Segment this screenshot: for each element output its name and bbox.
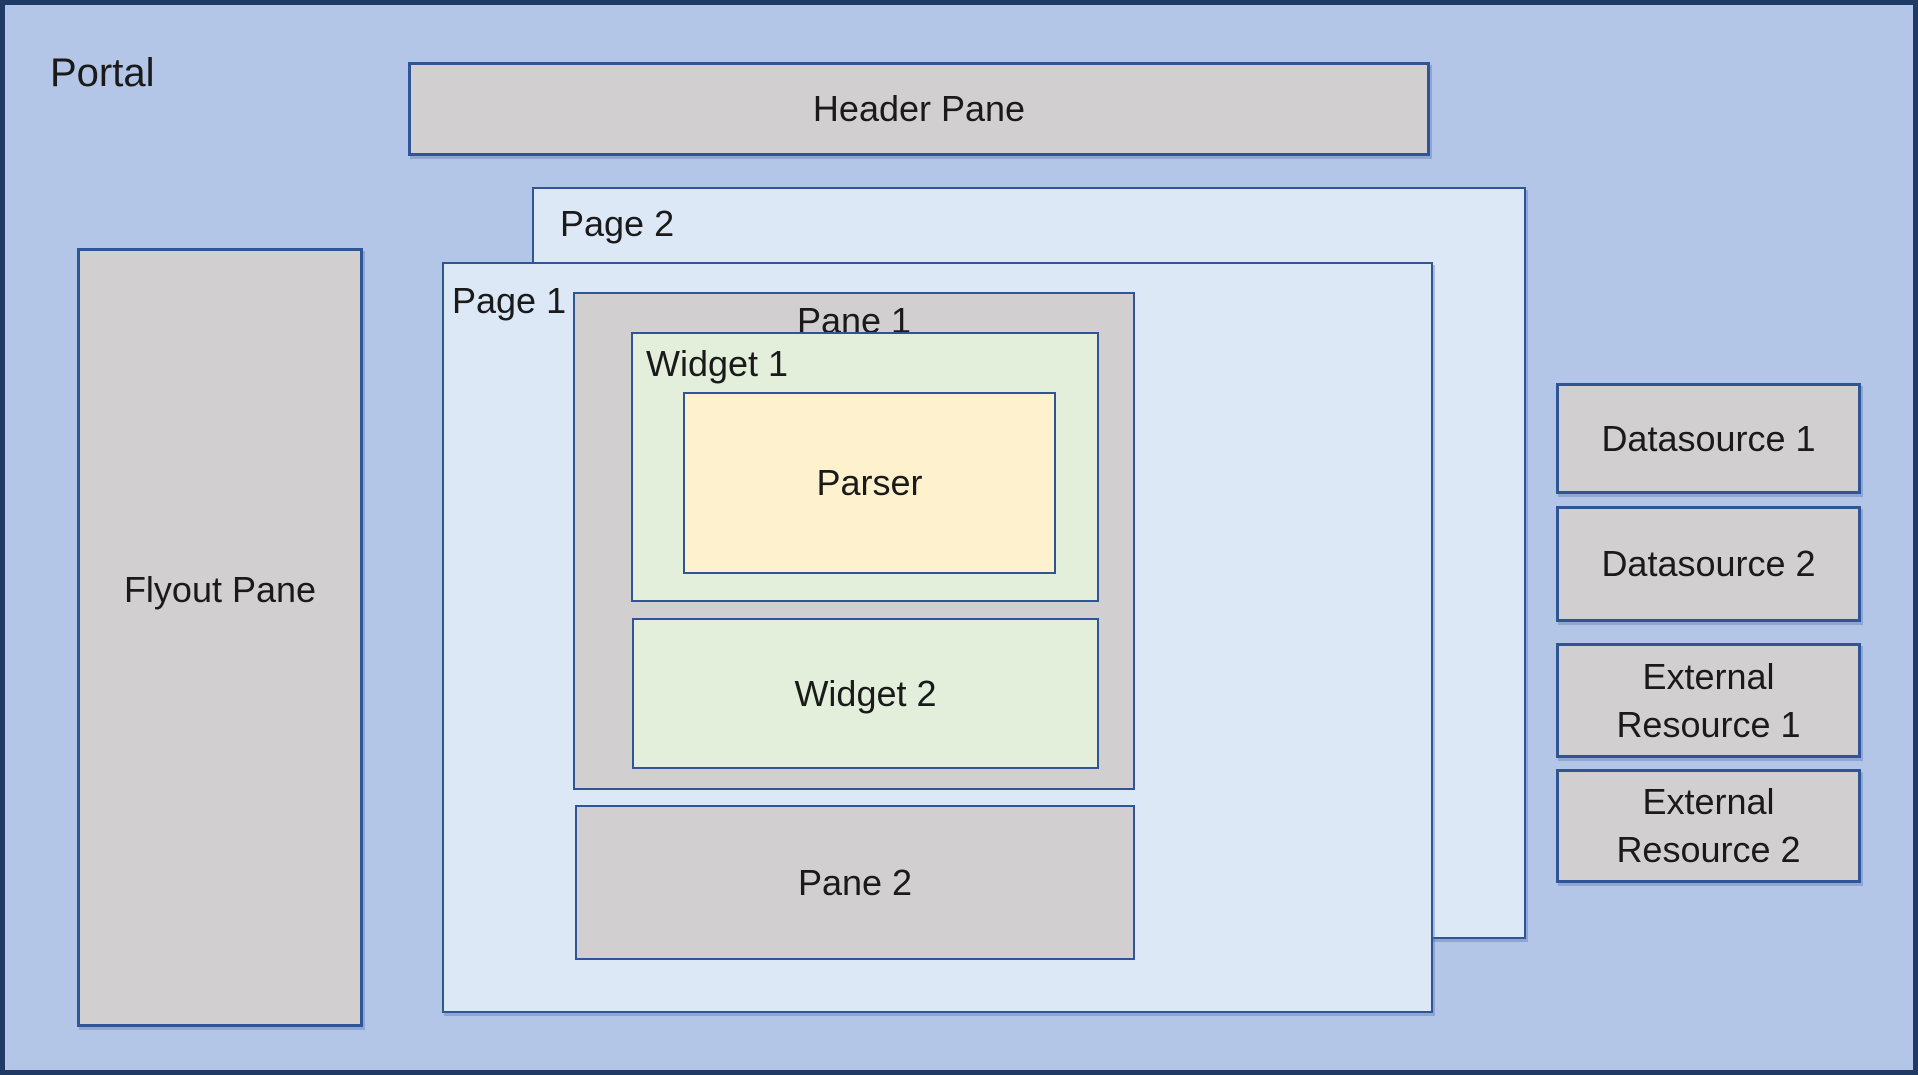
widget-1-label: Widget 1 xyxy=(646,343,789,384)
external-resource-2-box: External Resource 2 xyxy=(1556,769,1861,883)
header-pane-label: Header Pane xyxy=(812,88,1026,129)
flyout-pane-label: Flyout Pane xyxy=(123,569,317,610)
external-resource-1-box: External Resource 1 xyxy=(1556,643,1861,758)
page-1-label: Page 1 xyxy=(452,280,567,321)
header-pane-box: Header Pane xyxy=(408,62,1430,156)
parser-box: Parser xyxy=(683,392,1056,574)
datasource-1-box: Datasource 1 xyxy=(1556,383,1861,494)
widget-2-label: Widget 2 xyxy=(794,672,937,714)
pane-2-label: Pane 2 xyxy=(797,861,913,903)
page-1-box: Page 1 Pane 1 Widget 1 Parser Widget 2 P… xyxy=(442,262,1433,1013)
external-resource-1-label: External Resource 1 xyxy=(1616,655,1801,745)
page-2-label: Page 2 xyxy=(560,203,675,244)
datasource-1-label: Datasource 1 xyxy=(1601,417,1816,459)
flyout-pane-box: Flyout Pane xyxy=(77,248,363,1027)
widget-1-box: Widget 1 Parser xyxy=(631,332,1099,602)
widget-2-box: Widget 2 xyxy=(632,618,1099,769)
datasource-2-box: Datasource 2 xyxy=(1556,506,1861,622)
parser-label: Parser xyxy=(816,462,923,503)
external-resource-2-label: External Resource 2 xyxy=(1616,781,1801,870)
portal-label: Portal xyxy=(50,51,155,95)
pane-2-box: Pane 2 xyxy=(575,805,1135,960)
pane-1-box: Pane 1 Widget 1 Parser Widget 2 xyxy=(573,292,1135,790)
datasource-2-label: Datasource 2 xyxy=(1601,543,1816,585)
